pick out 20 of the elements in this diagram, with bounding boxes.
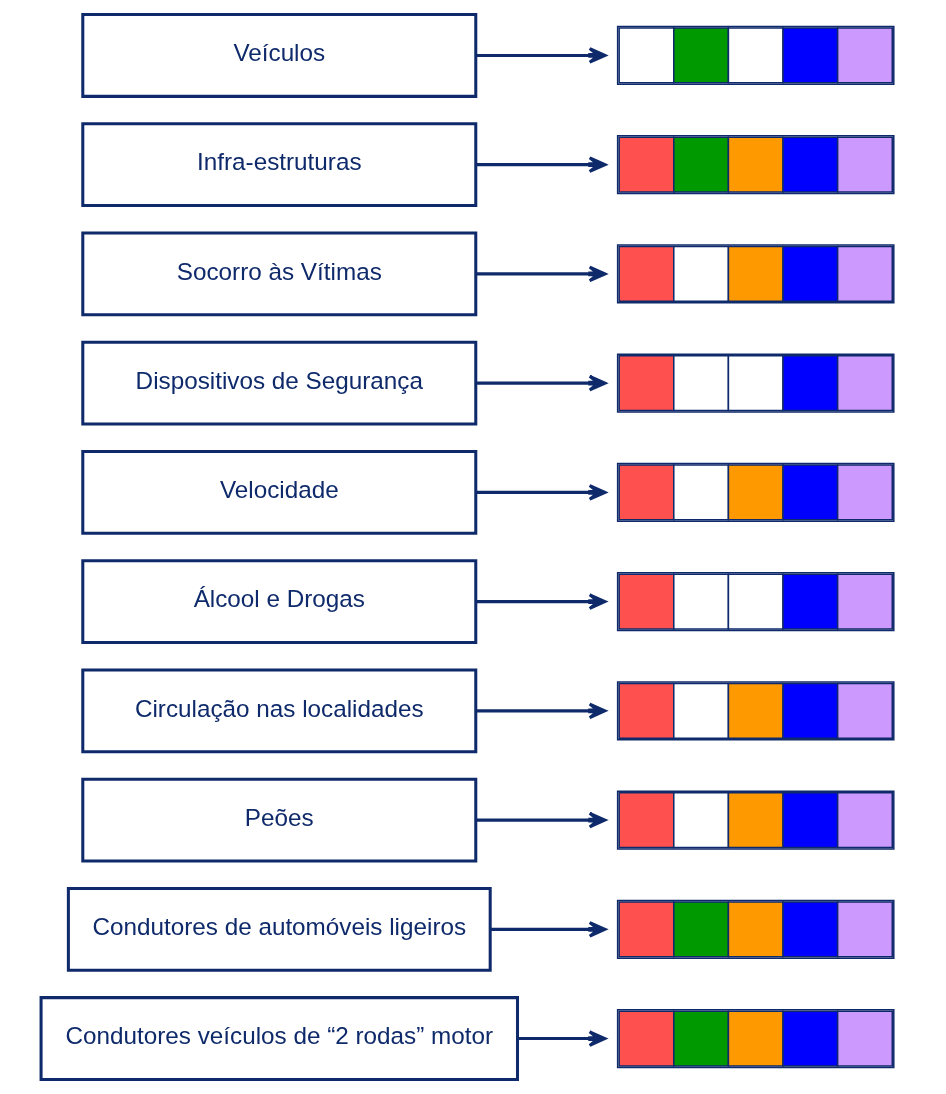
node-box: Dispositivos de Segurança (80, 340, 477, 426)
node-box: Álcool e Drogas (80, 559, 477, 645)
node-box: Peões (80, 777, 477, 863)
node-box: Circulação nas localidades (80, 668, 477, 754)
arrow (475, 811, 606, 829)
arrow (475, 47, 606, 64)
node-box: Infra-estruturas (80, 122, 477, 208)
node-box: Socorro às Vítimas (80, 231, 477, 317)
node-box: Velocidade (80, 449, 477, 535)
arrow (475, 593, 606, 610)
arrow (475, 265, 606, 283)
arrow (517, 1030, 606, 1047)
arrow (475, 374, 606, 392)
arrow (475, 702, 606, 720)
arrow (490, 921, 606, 938)
arrow (475, 484, 606, 501)
node-box: Veículos (80, 12, 477, 98)
node-box: Condutores veículos de “2 rodas” motor (39, 996, 519, 1082)
node-box: Condutores de automóveis ligeiros (66, 886, 492, 972)
arrow (475, 156, 606, 173)
